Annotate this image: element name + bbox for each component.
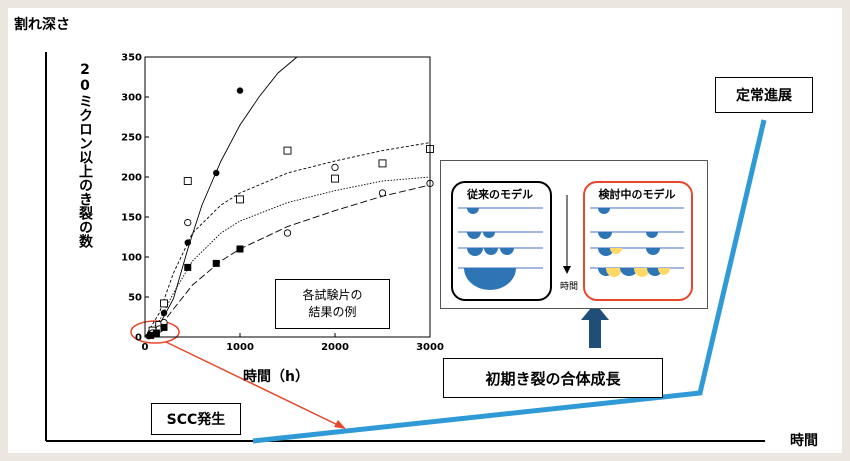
y-tick-label: 200 [121, 173, 142, 184]
data-point [378, 189, 387, 197]
steady-growth-label: 定常進展 [715, 77, 813, 113]
y-tick-label: 50 [128, 293, 142, 304]
y-tick-label: 350 [121, 53, 142, 64]
time-arrow-head [563, 266, 571, 274]
coalescence-arrow-head [581, 303, 609, 320]
data-point [160, 299, 168, 308]
fit-curve [144, 142, 431, 338]
x-tick-label: 2000 [321, 342, 349, 353]
legend-line-1: 各試験片の [302, 288, 363, 302]
crack-icon [467, 248, 483, 256]
data-point [378, 159, 387, 168]
y-tick-label: 300 [121, 93, 142, 104]
data-point [283, 146, 292, 155]
crack-icon [606, 268, 622, 277]
crack-icon [634, 268, 650, 277]
crack-icon [658, 268, 670, 275]
data-point [213, 169, 220, 177]
data-point [160, 309, 168, 317]
data-point [236, 87, 244, 94]
inset-chart: 0 1000 2000 3000 0 50 100 150 200 250 300 350 [121, 53, 444, 354]
legend-line-2: 結果の例 [308, 305, 357, 319]
data-point [331, 174, 339, 183]
y-tick-label: 100 [121, 253, 142, 264]
inset-y-label: 20ミクロン以上のき裂の数 [77, 62, 93, 248]
coalescence-label: 初期き裂の合体成長 [443, 358, 663, 398]
main-y-label: 割れ深さ [14, 17, 70, 33]
data-point [152, 329, 160, 337]
data-point [183, 177, 192, 185]
early-stage-highlight [130, 320, 180, 344]
x-tick-label: 3000 [416, 342, 444, 353]
data-point [184, 239, 191, 246]
data-point [236, 245, 244, 253]
highlight-arrow-head [334, 420, 346, 429]
x-tick-label: 1000 [226, 342, 254, 353]
crack-icon [467, 232, 481, 239]
y-tick-label: 0 [135, 333, 142, 344]
crack-icon [467, 208, 479, 214]
studied-model-box [583, 181, 693, 301]
crack-growth-line [252, 119, 767, 444]
crack-icon [598, 208, 610, 214]
crack-icon [610, 248, 622, 254]
y-tick-label: 150 [121, 213, 142, 224]
crack-icon [483, 232, 495, 238]
conventional-model-title: 従来のモデル [467, 188, 533, 201]
data-point [184, 263, 192, 271]
crack-icon [598, 248, 614, 256]
x-tick-label: 0 [142, 342, 149, 353]
data-point [236, 195, 244, 204]
scc-initiation-label: SCC発生 [151, 403, 241, 435]
inset-legend-box: 各試験片の 結果の例 [275, 279, 390, 329]
y-tick-label: 250 [121, 133, 142, 144]
crack-icon [646, 248, 660, 255]
model-time-label: 時間 [560, 282, 579, 292]
crack-icon [464, 268, 516, 290]
data-point [160, 323, 168, 331]
data-point [331, 163, 339, 172]
inset-plot-frame [144, 56, 431, 338]
crack-icon [598, 232, 612, 239]
data-point [184, 218, 192, 227]
model-sketch [458, 195, 684, 290]
crack-icon [620, 268, 638, 276]
crack-icon [646, 232, 658, 238]
main-x-label: 時間 [790, 433, 818, 449]
data-point [147, 331, 155, 339]
inset-x-label: 時間（h） [243, 369, 309, 385]
crack-icon [500, 248, 514, 255]
studied-model-title: 検討中のモデル [598, 188, 676, 201]
crack-icon [484, 248, 498, 255]
highlight-arrow-line [165, 341, 345, 429]
data-point [283, 229, 292, 237]
coalescence-arrow-shaft [589, 318, 601, 348]
data-point [212, 259, 220, 267]
